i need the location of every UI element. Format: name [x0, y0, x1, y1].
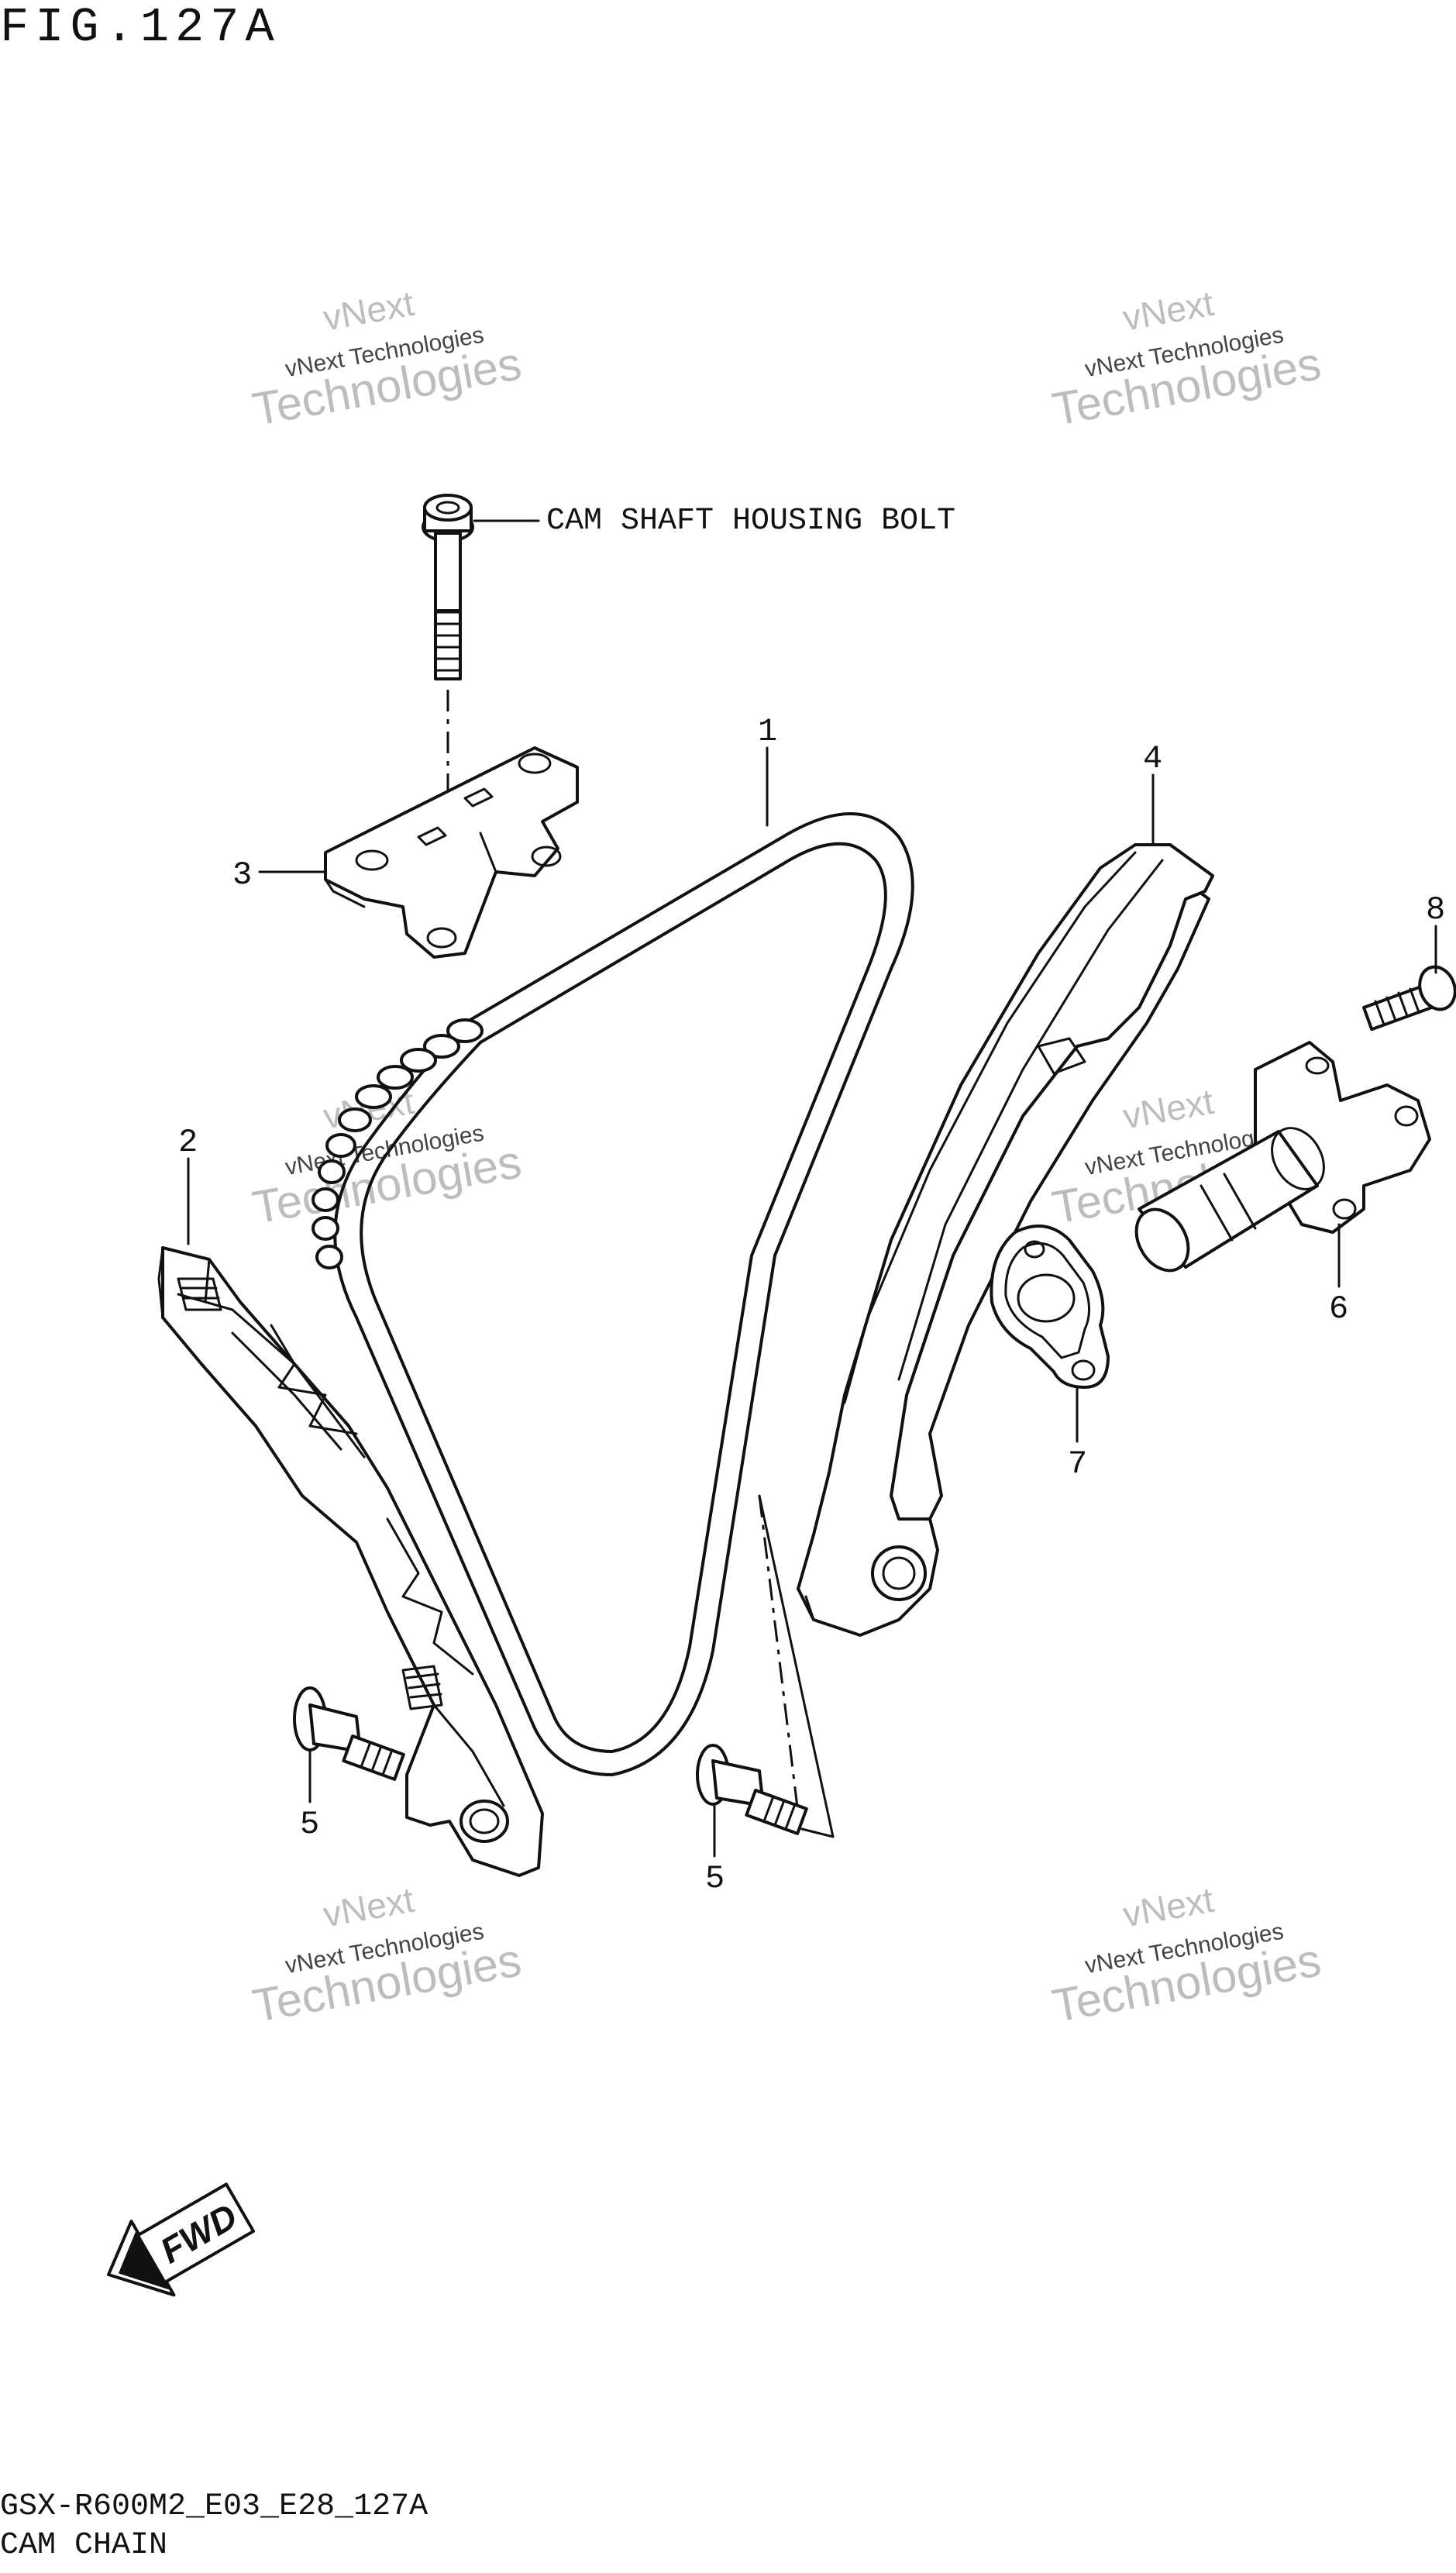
fwd-arrow: FWD: [107, 2182, 256, 2297]
callout-8: 8: [1426, 891, 1445, 928]
callout-6: 6: [1329, 1290, 1348, 1328]
callout-7: 7: [1068, 1445, 1087, 1483]
watermark-line1: vNext: [1120, 283, 1217, 339]
callout-3: 3: [232, 856, 252, 894]
callout-1: 1: [758, 713, 777, 750]
watermark-bottom-left: vNext vNext Technologies Technologies: [249, 1879, 525, 2032]
cam-shaft-housing-bolt: [422, 494, 540, 930]
cam-shaft-housing-bolt-label: CAM SHAFT HOUSING BOLT: [546, 504, 956, 539]
reference-lines: [758, 1494, 835, 1838]
upper-chain-guide: [324, 746, 579, 959]
callouts: 1 2 3 4 5 5 6 7 8: [178, 713, 1445, 1897]
gasket: [990, 1224, 1110, 1389]
tensioner-adjuster: [1134, 1041, 1431, 1273]
callout-2: 2: [178, 1124, 198, 1161]
watermark-line1: vNext: [1120, 1081, 1217, 1137]
figure-code: GSX-R600M2_E03_E28_127A: [0, 2489, 429, 2524]
chain-guide: [157, 1246, 544, 1877]
guide-bolt-right: [696, 1744, 808, 1835]
adjuster-bolt: [1361, 965, 1456, 1032]
watermark-line1: vNext: [320, 1879, 417, 1935]
tensioner-guide: [797, 843, 1214, 1637]
guide-bolt-left: [293, 1686, 405, 1781]
watermark-top-left: vNext vNext Technologies Technologies: [249, 283, 525, 436]
callout-4: 4: [1143, 740, 1162, 777]
cam-chain: [312, 812, 914, 1776]
watermark-line1: vNext: [320, 283, 417, 339]
watermark-bottom-right: vNext vNext Technologies Technologies: [1048, 1879, 1325, 2032]
figure-title: FIG.127A: [0, 0, 281, 55]
callout-5-left: 5: [300, 1806, 319, 1843]
watermark-top-right: vNext vNext Technologies Technologies: [1048, 283, 1325, 436]
watermark-line1: vNext: [1120, 1879, 1217, 1935]
figure-name: CAM CHAIN: [0, 2528, 168, 2563]
chain-links: [312, 1018, 484, 1269]
callout-5-right: 5: [705, 1860, 725, 1897]
